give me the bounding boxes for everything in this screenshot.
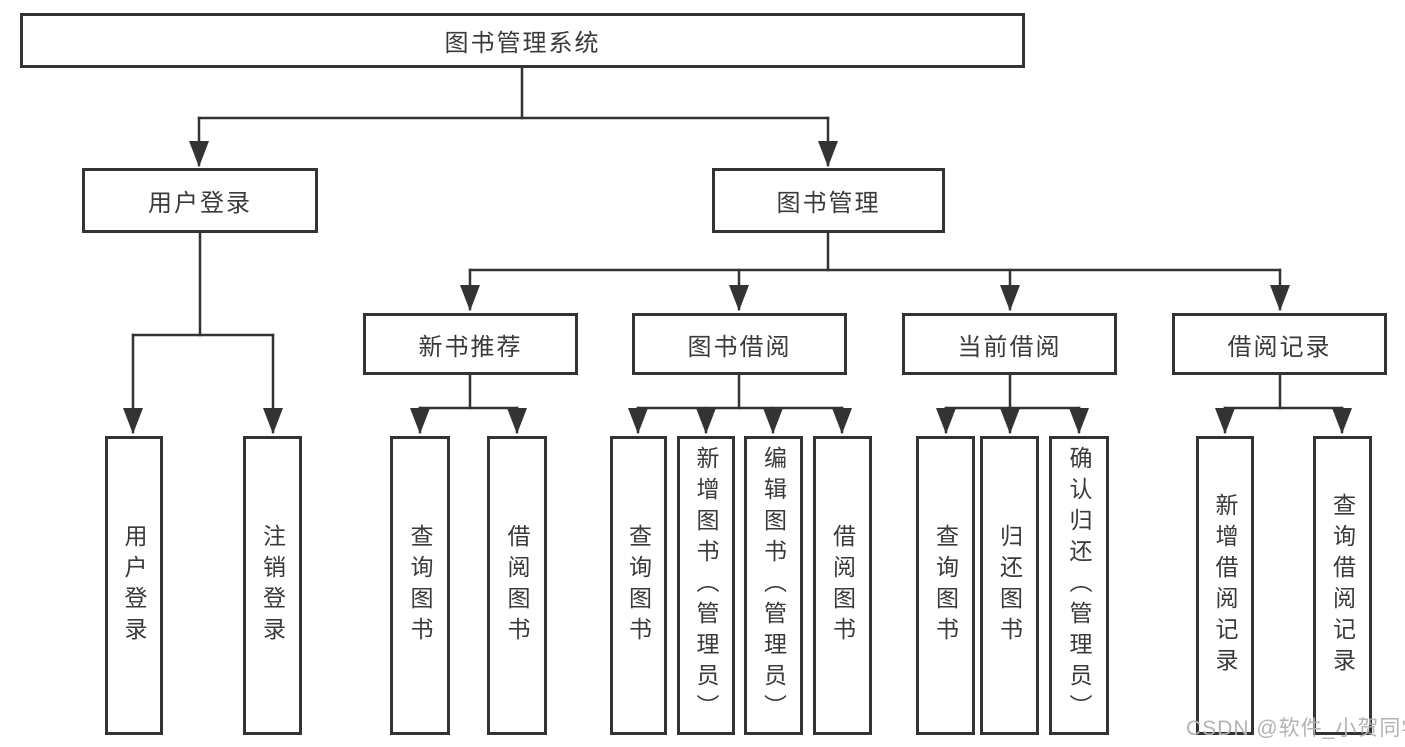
node-user-login-group-label: 用户登录 [148, 190, 252, 217]
leaf-user-login: 用户登录 [105, 436, 163, 735]
leaf-cb-return-book: 归还图书 [980, 436, 1039, 735]
leaf-cb-confirm-return: 确认归还（管理员） [1049, 436, 1109, 735]
leaf-logout-label: 注销登录 [259, 523, 286, 648]
leaf-bb-add-book: 新增图书（管理员） [677, 436, 735, 735]
node-book-borrow-label: 图书借阅 [687, 333, 792, 361]
leaf-bb-borrow-book: 借阅图书 [813, 436, 872, 735]
leaf-bb-edit-book-label: 编辑图书（管理员） [760, 446, 787, 725]
leaf-bb-query-book: 查询图书 [610, 436, 667, 735]
node-new-book-rec-label: 新书推荐 [418, 333, 523, 361]
leaf-rec-query-book: 查询图书 [390, 436, 450, 735]
csdn-watermark: CSDN @软件_小贺同学 [1186, 717, 1405, 740]
leaf-user-login-label: 用户登录 [121, 523, 147, 648]
leaf-bb-query-book-label: 查询图书 [625, 523, 652, 648]
leaf-rec-query-book-label: 查询图书 [407, 523, 433, 648]
leaf-bb-borrow-book-label: 借阅图书 [829, 523, 856, 648]
node-book-mgmt-group-label: 图书管理 [776, 190, 881, 217]
leaf-logout: 注销登录 [243, 436, 302, 735]
leaf-cb-confirm-return-label: 确认归还（管理员） [1066, 446, 1092, 725]
leaf-bb-add-book-label: 新增图书（管理员） [693, 446, 719, 725]
leaf-br-query-record-label: 查询借阅记录 [1329, 492, 1356, 679]
leaf-bb-edit-book: 编辑图书（管理员） [744, 436, 803, 735]
leaf-rec-borrow-book-label: 借阅图书 [504, 523, 530, 648]
leaf-rec-borrow-book: 借阅图书 [487, 436, 547, 735]
node-book-borrow: 图书借阅 [632, 313, 847, 375]
leaf-cb-query-book: 查询图书 [916, 436, 975, 735]
leaf-br-add-record-label: 新增借阅记录 [1212, 492, 1238, 679]
leaf-br-add-record: 新增借阅记录 [1196, 436, 1254, 735]
node-current-borrow: 当前借阅 [902, 313, 1117, 375]
leaf-cb-query-book-label: 查询图书 [932, 523, 959, 648]
node-book-mgmt-group: 图书管理 [712, 168, 945, 233]
leaf-br-query-record: 查询借阅记录 [1313, 436, 1372, 735]
node-borrow-record: 借阅记录 [1172, 313, 1387, 375]
node-borrow-record-label: 借阅记录 [1227, 333, 1332, 361]
leaf-cb-return-book-label: 归还图书 [996, 523, 1023, 648]
node-user-login-group: 用户登录 [82, 168, 318, 233]
node-root-label: 图书管理系统 [444, 30, 601, 57]
node-root: 图书管理系统 [20, 13, 1025, 68]
node-current-borrow-label: 当前借阅 [957, 333, 1062, 361]
node-new-book-rec: 新书推荐 [363, 313, 578, 375]
